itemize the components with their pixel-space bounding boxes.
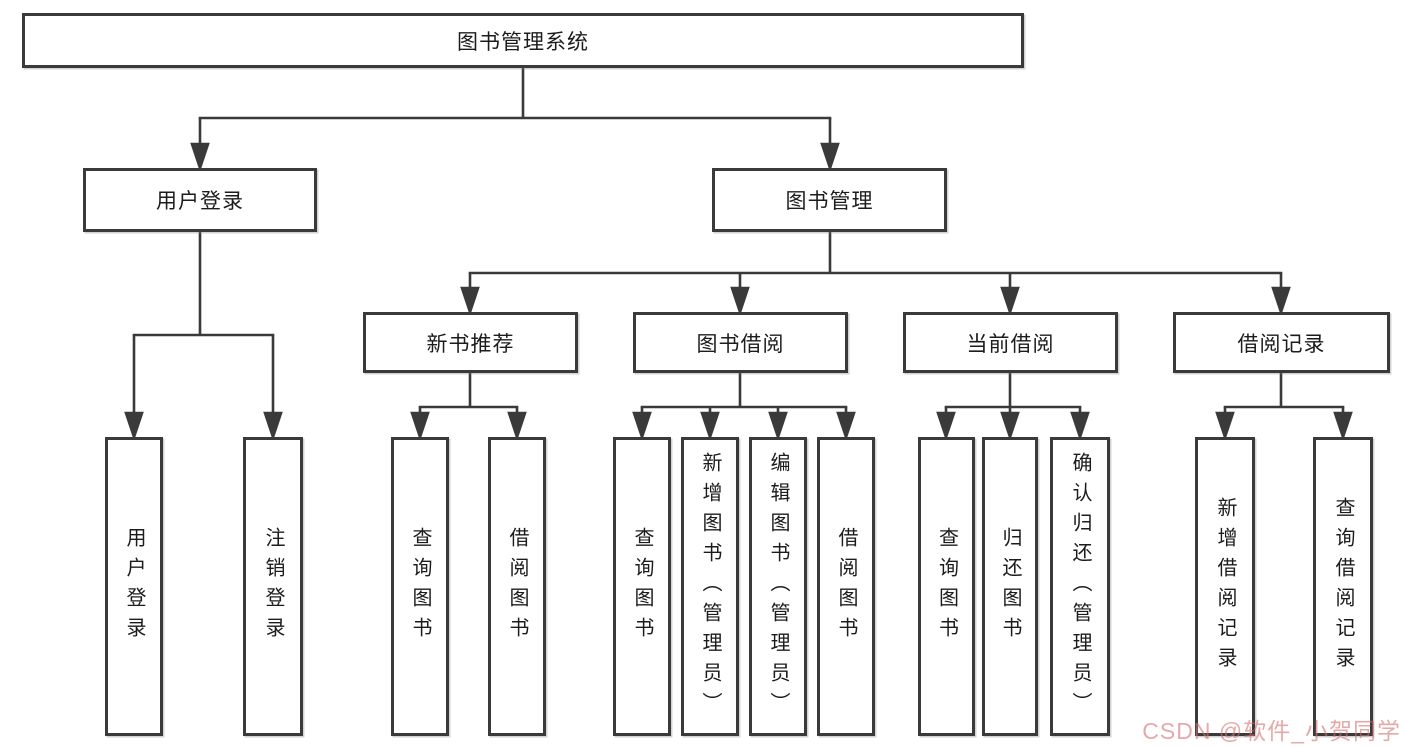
leaf-borrow-query-label: 查询图书 [631,526,653,647]
node-new-book-recommend: 新书推荐 [363,312,578,373]
node-book-borrow: 图书借阅 [633,312,848,373]
leaf-borrow-add-admin: 新增图书（管理员） [681,437,739,736]
leaf-current-return: 归还图书 [982,437,1038,736]
node-borrow-records-label: 借阅记录 [1237,332,1326,356]
leaf-logout: 注销登录 [243,437,303,736]
leaf-records-query-label: 查询借阅记录 [1332,496,1354,677]
leaf-newbook-borrow-label: 借阅图书 [506,526,528,647]
leaf-current-return-label: 归还图书 [999,526,1021,647]
node-book-borrow-label: 图书借阅 [696,332,785,356]
leaf-current-query-label: 查询图书 [935,526,958,647]
node-root: 图书管理系统 [22,13,1024,68]
leaf-records-add: 新增借阅记录 [1195,437,1255,736]
leaf-current-confirm-admin: 确认归还（管理员） [1050,437,1110,736]
node-current-borrow: 当前借阅 [903,312,1118,373]
node-root-label: 图书管理系统 [457,30,589,54]
node-current-borrow-label: 当前借阅 [966,332,1055,356]
leaf-newbook-borrow: 借阅图书 [488,437,546,736]
node-book-management-label: 图书管理 [785,190,874,213]
leaf-newbook-query-label: 查询图书 [409,526,431,647]
leaf-records-query: 查询借阅记录 [1313,437,1373,736]
leaf-borrow-edit-admin-label: 编辑图书（管理员） [767,451,789,722]
leaf-borrow-add-admin-label: 新增图书（管理员） [699,451,721,722]
leaf-borrow-borrow: 借阅图书 [817,437,875,736]
leaf-current-query: 查询图书 [918,437,975,736]
node-borrow-records: 借阅记录 [1173,312,1390,373]
node-user-login-label: 用户登录 [156,190,244,213]
leaf-logout-label: 注销登录 [262,526,284,647]
leaf-records-add-label: 新增借阅记录 [1214,496,1236,677]
leaf-borrow-edit-admin: 编辑图书（管理员） [749,437,807,736]
leaf-user-login: 用户登录 [105,437,163,736]
leaf-current-confirm-admin-label: 确认归还（管理员） [1069,451,1091,722]
node-new-book-recommend-label: 新书推荐 [426,332,515,356]
leaf-user-login-label: 用户登录 [123,526,145,647]
node-user-login: 用户登录 [83,168,317,232]
leaf-borrow-query: 查询图书 [613,437,671,736]
leaf-newbook-query: 查询图书 [391,437,449,736]
leaf-borrow-borrow-label: 借阅图书 [835,526,857,647]
node-book-management: 图书管理 [712,168,947,232]
